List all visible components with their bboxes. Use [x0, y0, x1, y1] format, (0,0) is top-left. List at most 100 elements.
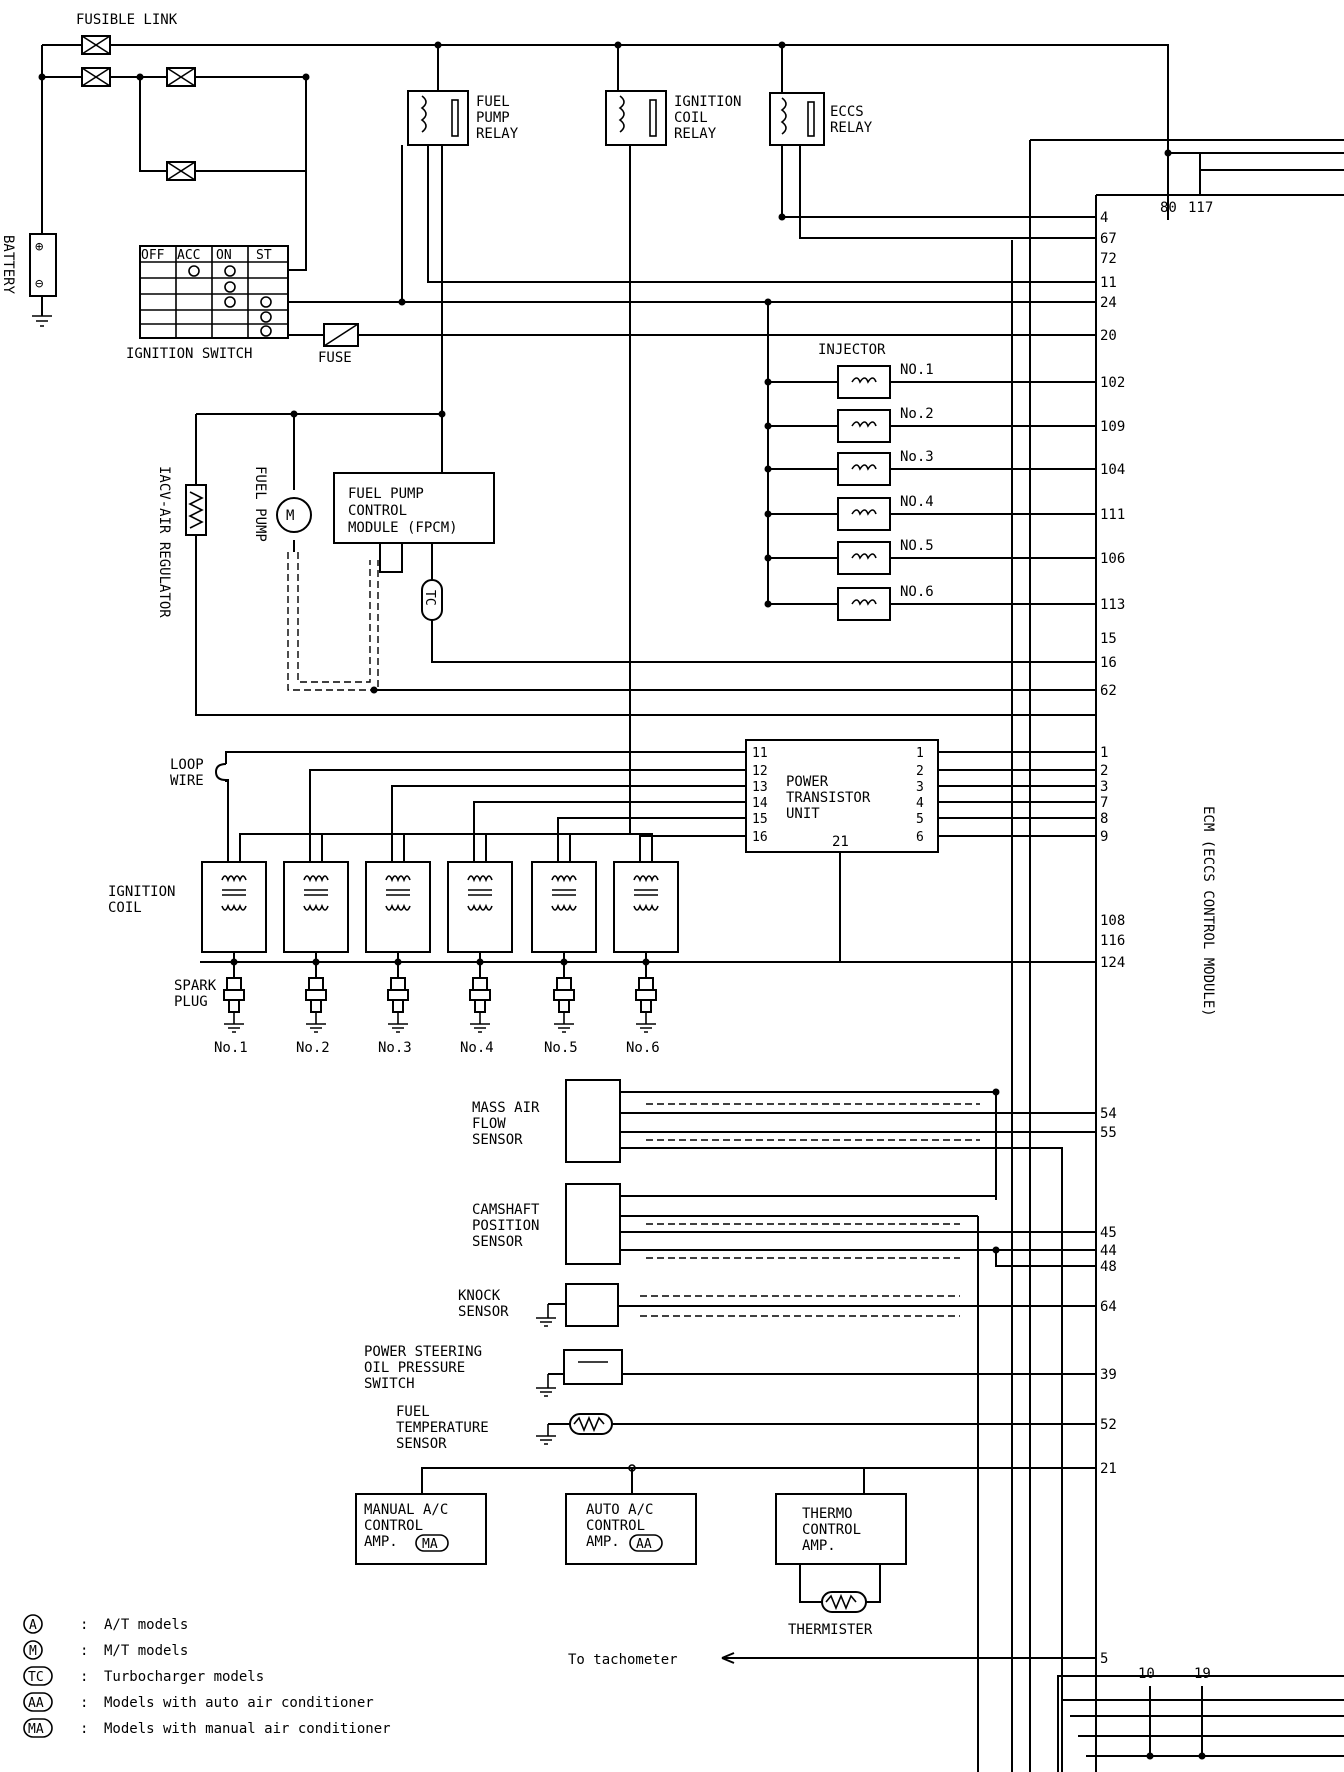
- fpcm-label-2: CONTROL: [348, 503, 407, 519]
- legend-colon: :: [80, 1721, 88, 1737]
- legend-text: M/T models: [104, 1643, 188, 1659]
- injector-title: INJECTOR: [818, 342, 886, 358]
- ignition-coil-3: No.3: [365, 785, 746, 1056]
- ground-icon: [536, 1304, 556, 1327]
- ignition-coil-relay-label-1: IGNITION: [674, 94, 741, 110]
- eccs-relay: ECCS RELAY: [769, 92, 873, 146]
- ecm-pin-4: 4: [1100, 210, 1108, 226]
- maf-label-3: SENSOR: [472, 1132, 523, 1148]
- ptu-label-1: POWER: [786, 774, 829, 790]
- ecm-pin-1: 1: [1100, 745, 1108, 761]
- ignition-switch: OFF ACC ON ST IGNITION SWITCH: [126, 245, 289, 362]
- manual-ac-label-1: MANUAL A/C: [364, 1502, 448, 1518]
- motor-icon: M: [286, 508, 294, 524]
- ecm-pin-45: 45: [1100, 1225, 1117, 1241]
- injector-coil-icon: [851, 464, 877, 471]
- legend-text: Models with auto air conditioner: [104, 1695, 374, 1711]
- ecm-pin-20: 20: [1100, 328, 1117, 344]
- ignition-coil-4: No.4: [447, 801, 746, 1056]
- ptu-pin-4: 4: [916, 796, 924, 811]
- eccs-relay-label-2: RELAY: [830, 120, 873, 136]
- ecm-pin-104: 104: [1100, 462, 1125, 478]
- injector-label: NO.6: [900, 584, 934, 600]
- tc-label: TC: [422, 590, 437, 606]
- spark-plug-number: No.6: [626, 1040, 660, 1056]
- auto-ac-badge: AA: [636, 1537, 652, 1552]
- ptu-pin-15: 15: [752, 812, 768, 827]
- battery-plus-icon: ⊕: [35, 239, 44, 255]
- manual-ac-badge: MA: [422, 1537, 438, 1552]
- injector-coil-icon: [851, 377, 877, 384]
- injector-label: No.2: [900, 406, 934, 422]
- legend-item: AA:Models with auto air conditioner: [23, 1692, 374, 1712]
- fuel-pump-relay: FUEL PUMP RELAY: [407, 90, 519, 146]
- spark-plug-label-1: SPARK: [174, 978, 217, 994]
- thermo-label-1: THERMO: [802, 1506, 853, 1522]
- ecm-pin-52: 52: [1100, 1417, 1117, 1433]
- auto-ac-label-1: AUTO A/C: [586, 1502, 653, 1518]
- battery-label: BATTERY: [0, 235, 16, 295]
- ptu-pin-11: 11: [752, 746, 768, 761]
- legend-item: TC:Turbocharger models: [23, 1666, 264, 1686]
- spark-plug-number: No.5: [544, 1040, 578, 1056]
- spark-plug-number: No.2: [296, 1040, 330, 1056]
- fuel-temp-label-1: FUEL: [396, 1404, 430, 1420]
- injectors: INJECTOR NO.1No.2No.3NO.4NO.5NO.6: [764, 302, 1096, 621]
- fuel-temperature-sensor: FUEL TEMPERATURE SENSOR: [396, 1404, 1096, 1452]
- fuel-pump-relay-label-2: PUMP: [476, 110, 510, 126]
- ecm-pin-8: 8: [1100, 811, 1108, 827]
- ac-section: MANUAL A/C CONTROL AMP. MA AUTO A/C CONT…: [355, 1464, 1096, 1638]
- ignition-coil-label-2: COIL: [108, 900, 142, 916]
- ps-label-3: SWITCH: [364, 1376, 415, 1392]
- ptu-pin-13: 13: [752, 780, 768, 795]
- fuel-pump-label: FUEL PUMP: [252, 466, 268, 542]
- ignition-coil-2: No.2: [283, 769, 746, 1056]
- thermo-label-2: CONTROL: [802, 1522, 861, 1538]
- injector-coil-icon: [851, 421, 877, 428]
- cam-label-2: POSITION: [472, 1218, 539, 1234]
- legend-text: A/T models: [104, 1617, 188, 1633]
- battery: ⊕ ⊖ BATTERY: [0, 233, 57, 327]
- injector-label: NO.1: [900, 362, 934, 378]
- legend-colon: :: [80, 1669, 88, 1685]
- power-steering-switch: POWER STEERING OIL PRESSURE SWITCH: [364, 1344, 1096, 1397]
- ecm-pin-106: 106: [1100, 551, 1125, 567]
- spark-plug-4: No.4: [460, 977, 494, 1056]
- ecm-pin-62: 62: [1100, 683, 1117, 699]
- fusible-link-label: FUSIBLE LINK: [76, 12, 178, 28]
- ecm-pin-72: 72: [1100, 251, 1117, 267]
- manual-ac-label-2: CONTROL: [364, 1518, 423, 1534]
- spark-plug-number: No.3: [378, 1040, 412, 1056]
- ptu-pin-6: 6: [916, 830, 924, 845]
- thermister-label: THERMISTER: [788, 1622, 873, 1638]
- fuel-pump-relay-label-1: FUEL: [476, 94, 510, 110]
- fpcm-label-1: FUEL PUMP: [348, 486, 424, 502]
- ground-icon: [32, 315, 52, 327]
- turbo-badge-tc: TC: [421, 579, 443, 621]
- injector-2: No.2: [764, 406, 1096, 443]
- coil-winding-icon: [467, 875, 493, 911]
- ecm-pin-102: 102: [1100, 375, 1125, 391]
- ecm-pin-5: 5: [1100, 1651, 1108, 1667]
- injector-coil-icon: [851, 509, 877, 516]
- ecm-bottom: 10 19: [1118, 1666, 1211, 1760]
- spark-plug-number: No.4: [460, 1040, 494, 1056]
- spark-plug-1: No.1: [214, 977, 248, 1056]
- ecm-pin-117: 117: [1188, 200, 1213, 216]
- ignition-coil-relay: IGNITION COIL RELAY: [605, 90, 741, 146]
- ptu-pin-1: 1: [916, 746, 924, 761]
- switch-pos-off: OFF: [141, 248, 165, 263]
- loop-wire: [214, 763, 227, 781]
- spark-plug-5: No.5: [544, 977, 578, 1056]
- thermister-icon: [825, 1593, 857, 1611]
- legend-colon: :: [80, 1617, 88, 1633]
- thermo-control-amp: THERMO CONTROL AMP. THERMISTER: [775, 1493, 907, 1638]
- fuse: FUSE: [318, 323, 359, 366]
- loop-wire-label-2: WIRE: [170, 773, 204, 789]
- ecm-pin-9: 9: [1100, 829, 1108, 845]
- legend-colon: :: [80, 1643, 88, 1659]
- tachometer-label: To tachometer: [568, 1652, 678, 1668]
- ptu-pin-3: 3: [916, 780, 924, 795]
